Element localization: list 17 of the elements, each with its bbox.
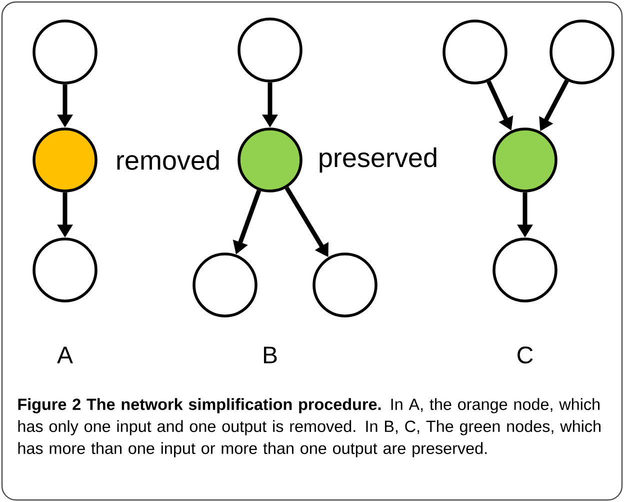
node-circle (492, 238, 558, 302)
node-circle (32, 238, 98, 302)
node-circle (192, 252, 258, 318)
panel-letter: C (518, 346, 533, 364)
node-circle (312, 252, 378, 318)
caption: Figure 2 The network simplification procedure. In A, the orange node, which has only one input and one output is removed. In B, C, The green nodes, which has more than one input or more than one output are preserved. (18, 398, 600, 458)
node-circle (238, 18, 302, 82)
node-circle (238, 128, 302, 192)
node-label: preserved (320, 147, 436, 173)
panel-letter: A (57, 346, 73, 364)
node-circle (492, 128, 558, 192)
panel-letter: B (264, 346, 277, 364)
node-circle (32, 128, 98, 192)
node-circle (32, 20, 98, 84)
node-circle (550, 20, 614, 84)
node-circle (442, 20, 508, 84)
node-label: removed (117, 150, 219, 170)
